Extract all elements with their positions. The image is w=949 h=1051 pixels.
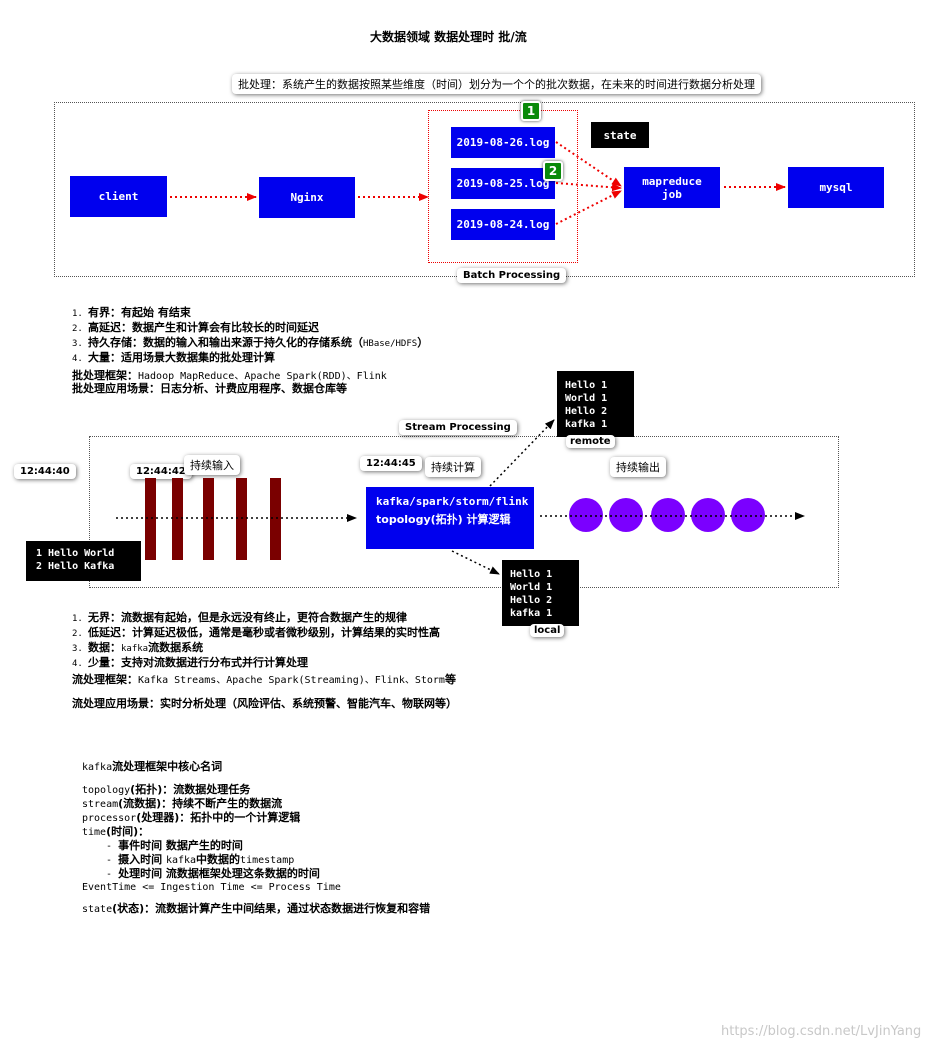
log-file-3: 2019-08-24.log bbox=[451, 209, 555, 240]
term-time: time(时间)： bbox=[82, 825, 150, 838]
log-group-frame bbox=[428, 110, 578, 263]
list-item: 1.无界：流数据有起始，但是永远没有终止，更符合数据产生的规律 bbox=[72, 611, 407, 624]
list-item: 3.持久存储：数据的输入和输出来源于持久化的存储系统（HBase/HDFS） bbox=[72, 336, 429, 349]
state-node: state bbox=[591, 122, 649, 148]
stream-arrows bbox=[116, 419, 805, 575]
input-line: 2 Hello Kafka bbox=[36, 561, 115, 572]
batch-processing-label: Batch Processing bbox=[457, 268, 567, 283]
engine-topology: topology(拓扑) 计算逻辑 bbox=[376, 513, 511, 526]
term-time-event: - 事件时间 数据产生的时间 bbox=[94, 839, 243, 852]
list-item: 2.低延迟：计算延迟极低，通常是毫秒或者微秒级别，计算结果的实时性高 bbox=[72, 626, 440, 639]
time-label-3: 12:44:45 bbox=[360, 456, 422, 471]
arrow-engine-local bbox=[451, 550, 500, 575]
nginx-node: Nginx bbox=[259, 177, 355, 218]
term-time-order: EventTime <= Ingestion Time <= Process T… bbox=[82, 882, 341, 893]
kafka-terms-list: topology(拓扑)：流数据处理任务 stream(流数据)：持续不断产生的… bbox=[82, 783, 430, 916]
client-node: client bbox=[70, 176, 167, 217]
time-label-1: 12:44:40 bbox=[14, 464, 76, 479]
watermark: https://blog.csdn.net/LvJinYang bbox=[721, 1024, 922, 1039]
batch-arrows bbox=[170, 141, 786, 225]
input-label: 持续输入 bbox=[184, 455, 240, 475]
log-file-2: 2019-08-25.log bbox=[451, 168, 555, 199]
output-record bbox=[609, 498, 643, 532]
result-line: kafka 1 bbox=[565, 419, 608, 430]
batch-scenarios: 批处理应用场景：日志分析、计费应用程序、数据仓库等 bbox=[72, 382, 347, 395]
arrow-log2-mapreduce bbox=[555, 182, 622, 192]
stream-features-list: 1.无界：流数据有起始，但是永远没有终止，更符合数据产生的规律 2.低延迟：计算… bbox=[72, 611, 440, 671]
list-item: 3.数据：kafka流数据系统 bbox=[72, 641, 204, 654]
time-label-2: 12:44:42 bbox=[130, 464, 192, 479]
log-file-1: 2019-08-26.log bbox=[451, 127, 555, 158]
result-line: Hello 1 bbox=[510, 569, 553, 580]
batch-frameworks: 批处理框架：Hadoop MapReduce、Apache Spark(RDD)… bbox=[72, 369, 387, 382]
result-line: World 1 bbox=[565, 393, 608, 404]
term-stream: stream(流数据)：持续不断产生的数据流 bbox=[82, 797, 283, 810]
stream-scenarios: 流处理应用场景：实时分析处理（风险评估、系统预警、智能汽车、物联网等） bbox=[72, 697, 457, 710]
output-record bbox=[731, 498, 765, 532]
stream-frame bbox=[89, 436, 839, 588]
compute-label: 持续计算 bbox=[425, 457, 481, 477]
stream-engine-node: kafka/spark/storm/flink topology(拓扑) 计算逻… bbox=[366, 487, 534, 549]
arrow-log3-mapreduce bbox=[555, 190, 622, 225]
badge-1: 1 bbox=[521, 101, 541, 121]
local-label: local bbox=[530, 624, 565, 637]
input-data-box: 1 Hello World 2 Hello Kafka bbox=[26, 541, 141, 581]
mapreduce-node: mapreduce job bbox=[624, 167, 720, 208]
output-record bbox=[569, 498, 603, 532]
mysql-node: mysql bbox=[788, 167, 884, 208]
remote-label: remote bbox=[566, 435, 615, 448]
result-line: Hello 2 bbox=[565, 406, 608, 417]
list-item: 2.高延迟：数据产生和计算会有比较长的时间延迟 bbox=[72, 321, 319, 334]
batch-features-list: 1.有界：有起始 有结束 2.高延迟：数据产生和计算会有比较长的时间延迟 3.持… bbox=[72, 306, 428, 366]
input-bar bbox=[236, 478, 247, 560]
result-line: Hello 2 bbox=[510, 595, 553, 606]
result-line: Hello 1 bbox=[565, 380, 608, 391]
input-bar bbox=[172, 478, 183, 560]
engine-frameworks: kafka/spark/storm/flink bbox=[376, 495, 529, 508]
local-result-box: Hello 1 World 1 Hello 2 kafka 1 bbox=[502, 560, 579, 626]
badge-2: 2 bbox=[543, 161, 563, 181]
term-time-ingestion: - 摄入时间 kafka中数据的timestamp bbox=[94, 853, 295, 866]
term-time-process: - 处理时间 流数据框架处理这条数据的时间 bbox=[94, 867, 320, 880]
term-topology: topology(拓扑)：流数据处理任务 bbox=[82, 783, 251, 796]
arrow-log1-mapreduce bbox=[555, 141, 622, 187]
output-label: 持续输出 bbox=[610, 457, 666, 477]
term-state: state(状态)：流数据计算产生中间结果，通过状态数据进行恢复和容错 bbox=[82, 902, 431, 915]
stream-frameworks: 流处理框架：Kafka Streams、Apache Spark(Streami… bbox=[72, 673, 456, 686]
page-title: 大数据领域 数据处理时 批/流 bbox=[370, 30, 527, 44]
input-bar bbox=[145, 478, 156, 560]
term-processor: processor(处理器)：拓扑中的一个计算逻辑 bbox=[82, 811, 301, 824]
batch-definition-callout: 批处理：系统产生的数据按照某些维度（时间）划分为一个个的批次数据，在未来的时间进… bbox=[232, 74, 761, 94]
result-line: kafka 1 bbox=[510, 608, 553, 619]
stream-processing-label: Stream Processing bbox=[399, 420, 517, 435]
remote-result-box: Hello 1 World 1 Hello 2 kafka 1 bbox=[557, 371, 634, 437]
list-item: 4.少量：支持对流数据进行分布式并行计算处理 bbox=[72, 656, 308, 669]
input-bar bbox=[270, 478, 281, 560]
kafka-terms-heading: kafka流处理框架中核心名词 bbox=[82, 760, 223, 773]
output-record bbox=[651, 498, 685, 532]
input-bar bbox=[203, 478, 214, 560]
list-item: 4.大量：适用场景大数据集的批处理计算 bbox=[72, 351, 275, 364]
arrow-engine-remote bbox=[489, 419, 555, 487]
output-record bbox=[691, 498, 725, 532]
list-item: 1.有界：有起始 有结束 bbox=[72, 306, 191, 319]
result-line: World 1 bbox=[510, 582, 553, 593]
input-line: 1 Hello World bbox=[36, 548, 115, 559]
